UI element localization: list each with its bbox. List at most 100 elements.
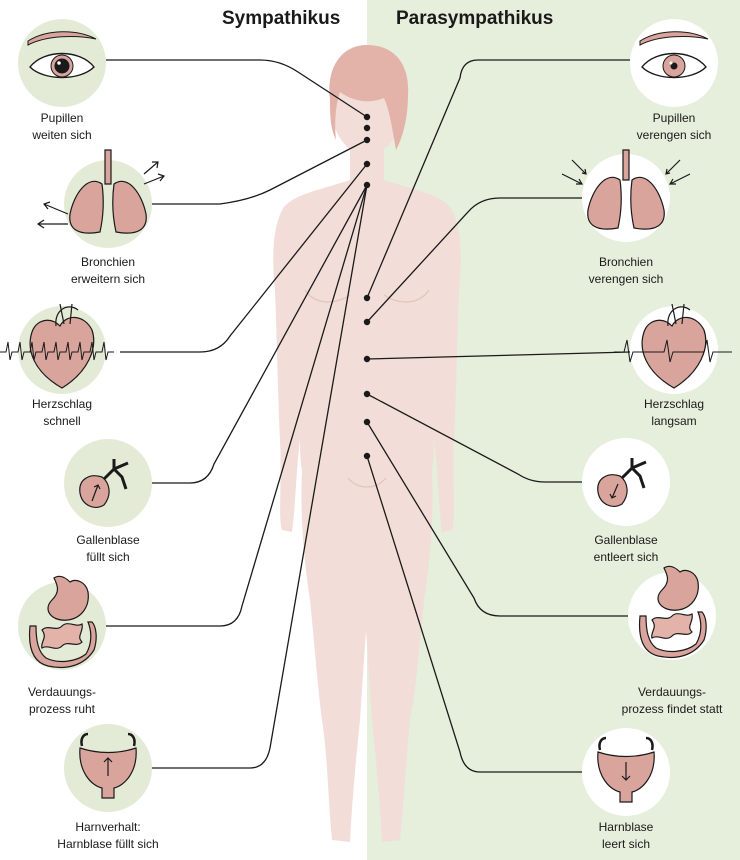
label-line: leert sich: [601, 837, 651, 851]
label-line: erweitern sich: [70, 272, 146, 286]
label-line: Harnblase: [598, 820, 654, 834]
connector-right-gallbladder: [366, 393, 582, 483]
gallbladder-sac: [79, 475, 110, 508]
eye-highlight: [669, 61, 673, 65]
lungs-icon: [561, 149, 691, 230]
label-sympathetic-bronchi: Bronchien erweitern sich: [18, 254, 198, 288]
connector-left-bladder: [152, 184, 368, 769]
label-line: Pupillen: [40, 111, 84, 125]
label-parasympathetic-gallbladder: Gallenblase entleert sich: [536, 532, 716, 566]
parasympathetic-heading: Parasympathikus: [396, 8, 554, 29]
label-line: verengen sich: [588, 272, 664, 286]
label-line: Harnblase füllt sich: [57, 837, 159, 851]
ureters: [598, 736, 654, 751]
lung-left: [587, 176, 622, 230]
sympathetic-dot: [363, 124, 371, 132]
human-body-silhouette: [273, 45, 461, 842]
stomach: [657, 565, 699, 611]
aorta: [55, 303, 79, 327]
arrow-out: [42, 201, 69, 215]
label-parasympathetic-digestion: Verdauungs- prozess findet statt: [582, 684, 740, 718]
label-line: Bronchien: [80, 255, 136, 269]
label-parasympathetic-bronchi: Bronchien verengen sich: [536, 254, 716, 288]
connector-left-gallbladder: [152, 184, 368, 484]
empty-arrow: [609, 483, 619, 499]
bladder-icon: [79, 732, 137, 799]
label-line: verengen sich: [636, 128, 712, 142]
arrow-out: [36, 219, 68, 229]
connector-right-bladder: [366, 455, 582, 773]
small-intestine: [651, 613, 693, 639]
connector-left-heart: [120, 163, 368, 353]
parasympathetic-dot: [363, 294, 371, 302]
pupil-dilated: [54, 58, 70, 74]
gallbladder-sac: [597, 474, 628, 507]
eye-icon: [639, 31, 709, 79]
large-intestine: [28, 621, 97, 669]
fill-arrow: [103, 757, 113, 776]
empty-arrow: [621, 762, 631, 781]
bile-duct: [102, 459, 129, 490]
connector-left-eye: [106, 59, 368, 118]
eye-highlight: [57, 61, 61, 65]
label-sympathetic-digestion: Verdauungs- prozess ruht: [0, 684, 152, 718]
label-sympathetic-bladder: Harnverhalt: Harnblase füllt sich: [18, 819, 198, 853]
label-sympathetic-gallbladder: Gallenblase füllt sich: [18, 532, 198, 566]
trachea: [104, 149, 112, 185]
label-line: Herzschlag: [643, 397, 705, 411]
ureters: [80, 732, 136, 747]
heart-icon: [614, 303, 732, 389]
hair: [329, 45, 409, 150]
label-parasympathetic-heartbeat: Herzschlag langsam: [584, 396, 740, 430]
label-line: Verdauungs-: [637, 685, 707, 699]
lung-left: [69, 180, 104, 234]
sympathetic-dot: [363, 181, 371, 189]
gallbladder-icon: [597, 458, 647, 507]
digestive-tract-icon: [638, 565, 707, 659]
aorta: [667, 303, 691, 327]
connector-right-heart: [366, 351, 631, 360]
sympathetic-dot: [363, 160, 371, 168]
label-line: prozess ruht: [28, 702, 96, 716]
label-sympathetic-pupils: Pupillen weiten sich: [0, 110, 152, 144]
label-line: Gallenblase: [76, 533, 140, 547]
bladder-icon: [597, 736, 655, 803]
hip-line: [347, 477, 387, 488]
body-shape: [273, 150, 461, 842]
label-line: Bronchien: [598, 255, 654, 269]
connector-right-digestion: [366, 421, 628, 617]
lung-right: [112, 180, 147, 234]
label-line: Verdauungs-: [27, 685, 97, 699]
parasympathetic-dot: [363, 318, 371, 326]
arrow-in: [665, 159, 681, 175]
bile-duct: [620, 458, 647, 489]
arrow-out: [143, 173, 166, 185]
label-line: Gallenblase: [594, 533, 658, 547]
parasympathetic-dot: [363, 390, 371, 398]
stomach: [47, 575, 89, 621]
connector-right-lungs: [366, 197, 582, 323]
label-parasympathetic-pupils: Pupillen verengen sich: [584, 110, 740, 144]
arrow-out: [143, 161, 159, 175]
sympathetic-dot: [363, 136, 371, 144]
eyebrow: [639, 31, 709, 46]
gallbladder-icon: [79, 459, 129, 508]
heart-icon: [0, 303, 114, 389]
circle-right-gallbladder: [582, 438, 670, 526]
label-parasympathetic-bladder: Harnblase leert sich: [536, 819, 716, 853]
eye-icon: [27, 31, 97, 79]
label-line: füllt sich: [86, 550, 130, 564]
connector-left-digestion: [100, 184, 368, 627]
label-line: prozess findet statt: [621, 702, 723, 716]
eyebrow: [27, 31, 97, 46]
label-line: weiten sich: [32, 128, 92, 142]
circle-left-gallbladder: [64, 439, 152, 527]
label-line: entleert sich: [593, 550, 659, 564]
parasympathetic-dot: [363, 355, 371, 363]
connector-lines: [100, 59, 631, 773]
digestive-tract-icon: [28, 575, 97, 669]
spinal-nerve-dots: [363, 113, 371, 460]
ecg-slow: [614, 339, 732, 363]
label-line: langsam: [651, 414, 697, 428]
